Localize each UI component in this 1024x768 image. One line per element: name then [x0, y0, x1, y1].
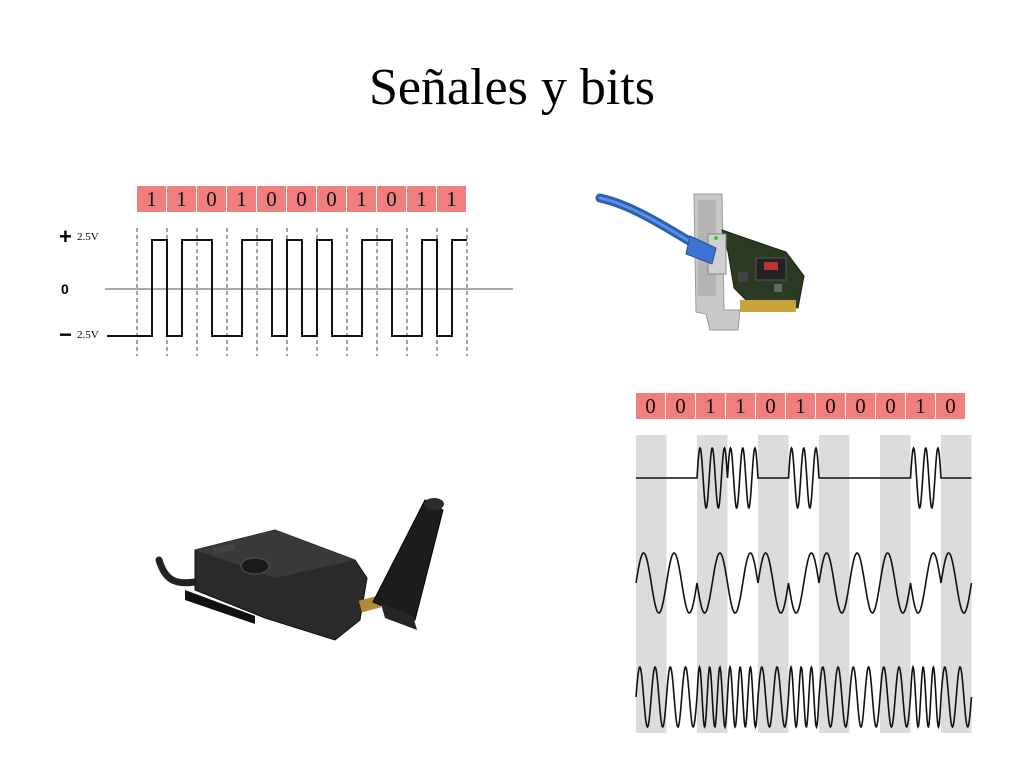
- modulation-bit-cell: 0: [936, 393, 965, 419]
- frequency-modulated-wave: [635, 664, 973, 730]
- high-voltage-label: 2.5V: [77, 231, 99, 243]
- modulation-bit-cell: 0: [876, 393, 905, 419]
- modulation-bit-cell: 1: [726, 393, 755, 419]
- modulation-bit-cell: 0: [816, 393, 845, 419]
- modulation-bit-cell: 0: [846, 393, 875, 419]
- digital-bit-cell: 1: [407, 186, 436, 212]
- digital-signal-diagram: + 2.5V 0 − 2.5V: [59, 224, 513, 356]
- modulation-diagram: [635, 435, 973, 733]
- network-card-photo: [595, 193, 805, 331]
- digital-bit-cell: 1: [437, 186, 466, 212]
- modulation-bit-cell: 0: [636, 393, 665, 419]
- modulation-bit-cell: 1: [786, 393, 815, 419]
- square-wave: [107, 239, 467, 337]
- low-voltage-label: 2.5V: [77, 329, 99, 341]
- digital-bit-cell: 1: [137, 186, 166, 212]
- modulation-bit-cell: 1: [906, 393, 935, 419]
- amplitude-modulated-wave: [636, 446, 972, 510]
- digital-bit-cell: 1: [227, 186, 256, 212]
- minus-sign: −: [59, 322, 72, 347]
- zero-label: 0: [61, 281, 69, 297]
- digital-bit-cell: 0: [317, 186, 346, 212]
- phase-modulated-wave: [635, 552, 973, 614]
- wireless-adapter-photo: [155, 498, 444, 641]
- digital-bit-cell: 0: [287, 186, 316, 212]
- digital-bit-cell: 0: [197, 186, 226, 212]
- digital-bit-cell: 0: [377, 186, 406, 212]
- modulation-bit-cell: 1: [696, 393, 725, 419]
- plus-sign: +: [59, 224, 72, 249]
- digital-bit-cell: 0: [257, 186, 286, 212]
- modulation-bit-cell: 0: [756, 393, 785, 419]
- digital-bit-cell: 1: [167, 186, 196, 212]
- digital-bit-cell: 1: [347, 186, 376, 212]
- slide-title: Señales y bits: [369, 59, 655, 116]
- modulation-bit-cell: 0: [666, 393, 695, 419]
